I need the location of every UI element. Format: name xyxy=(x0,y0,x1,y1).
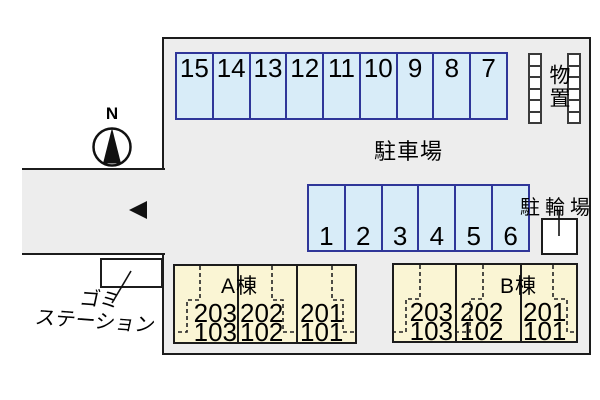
building-b-section-1: 203 103 xyxy=(394,265,455,346)
parking-stall-9: 9 xyxy=(395,54,433,118)
storage-locker-cell xyxy=(530,87,540,100)
unit-number-lower: 103 xyxy=(409,316,453,346)
parking-stall-15: 15 xyxy=(179,53,209,83)
building-b-label: B棟 xyxy=(500,275,538,298)
compass-icon xyxy=(92,127,132,167)
parking-stall-12: 12 xyxy=(285,54,322,118)
building-b: 203 103 202 102 201 101 xyxy=(392,263,578,346)
parking-stall-13: 13 xyxy=(248,54,286,118)
storage-locker-cell xyxy=(569,64,579,77)
unit-numbers: 202 102 xyxy=(240,300,284,347)
storage-lockers-right xyxy=(567,53,581,124)
storage-locker-cell xyxy=(569,110,579,123)
parking-stall-14: 14 xyxy=(211,54,249,118)
unit-numbers: 201 101 xyxy=(523,299,567,346)
unit-numbers: 201 101 xyxy=(300,300,344,347)
unit-number-lower: 102 xyxy=(240,317,284,347)
parking-stall-5: 5 xyxy=(454,186,491,250)
building-a: 203 103 202 102 201 101 xyxy=(173,264,357,347)
storage-locker-cell xyxy=(530,55,540,65)
unit-number-lower: 101 xyxy=(523,316,567,346)
parking-stall-6: 6 xyxy=(491,186,528,250)
storage-locker-cell xyxy=(530,64,540,77)
parking-stall-3: 3 xyxy=(380,186,418,250)
parking-stall-2: 2 xyxy=(343,186,381,250)
storage-locker-cell xyxy=(530,76,540,88)
parking-stall-8: 8 xyxy=(432,54,469,118)
unit-numbers: 203 103 xyxy=(193,298,237,347)
parking-area-label: 駐車場 xyxy=(374,139,444,164)
unit-numbers: 203 103 xyxy=(409,299,453,346)
parking-stall-10: 10 xyxy=(358,54,396,118)
building-a-label: A棟 xyxy=(221,275,259,298)
garbage-station-box xyxy=(100,258,163,288)
bicycle-parking-label: 駐輪場 xyxy=(520,197,595,219)
parking-row-bottom: 1 2 3 4 5 6 xyxy=(307,184,530,252)
parking-stall-4: 4 xyxy=(417,186,454,250)
storage-locker-cell xyxy=(569,76,579,88)
unit-number-upper: 203 xyxy=(193,298,237,328)
parking-row-top: 15 14 13 12 11 10 9 8 7 xyxy=(175,52,508,120)
storage-locker-cell xyxy=(530,99,540,111)
road-area xyxy=(22,168,165,255)
unit-numbers: 202 102 xyxy=(460,299,504,346)
building-a-section-1: 203 103 xyxy=(175,266,237,347)
building-a-section-3: 201 101 xyxy=(296,266,355,347)
unit-number-lower: 102 xyxy=(460,316,504,346)
compass-north-label: N xyxy=(105,104,119,123)
storage-locker-cell xyxy=(569,87,579,100)
parking-stall-11: 11 xyxy=(322,54,359,118)
garbage-station-label: ゴミ ステーション xyxy=(21,284,175,338)
unit-number-lower: 103 xyxy=(193,317,237,347)
unit-number-lower: 101 xyxy=(300,317,344,347)
storage-lockers-left xyxy=(528,53,542,124)
parking-stall-1: 1 xyxy=(319,221,334,251)
storage-locker-cell xyxy=(569,99,579,111)
bicycle-parking-box xyxy=(541,218,578,255)
parking-stall-7: 7 xyxy=(469,54,506,118)
storage-label: 物置 xyxy=(547,64,570,110)
storage-locker-cell xyxy=(530,110,540,123)
